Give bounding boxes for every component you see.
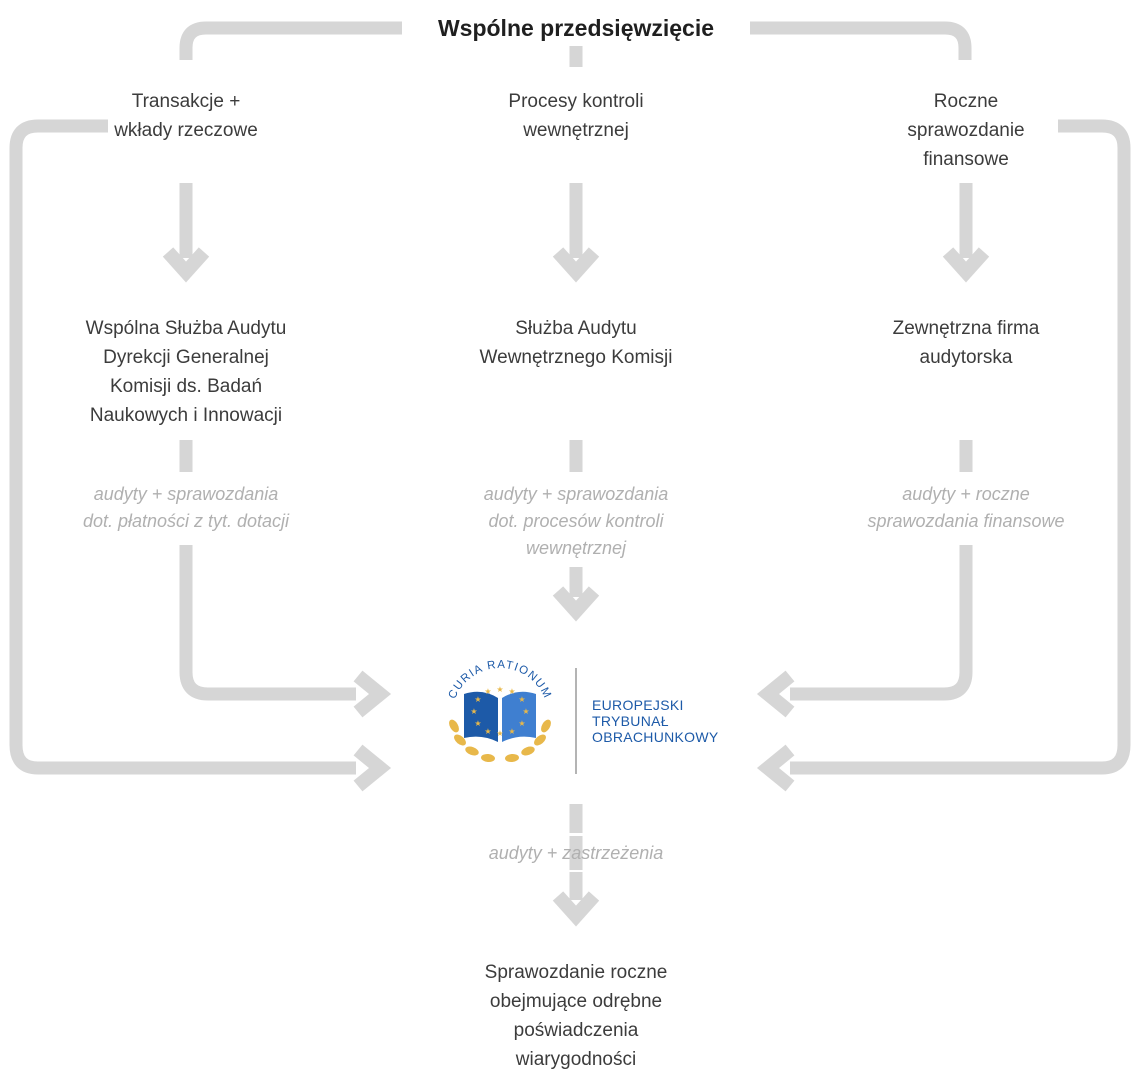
svg-text:★: ★ [474,695,481,704]
star-ring: ★ ★ ★ ★ ★ ★ ★ ★ ★ ★ ★ ★ [470,685,529,738]
outer-left-connector [9,119,356,775]
svg-text:★: ★ [484,687,491,696]
auditor-external-firm: Zewnętrzna firma audytorska [892,318,1040,368]
left-outer-arrowhead [353,744,392,792]
diagram-title: Wspólne przedsięwzięcie [437,15,715,41]
svg-text:★: ★ [496,685,503,694]
right-down-arrowhead [942,247,990,283]
laurel-wreath [449,719,551,763]
eca-output: audyty + zastrzeżenia [488,843,664,863]
svg-text:CURIA RATIONUM: CURIA RATIONUM [447,659,554,701]
eca-name: EUROPEJSKI TRYBUNAŁ OBRACHUNKOWY [592,697,719,745]
svg-text:★: ★ [474,719,481,728]
final-annual-report: Sprawozdanie roczne obejmujące odrębne p… [484,962,668,1070]
auditor-common-audit-service: Wspólna Służba Audytu Dyrekcji Generalne… [85,318,287,426]
source-annual-accounts: Roczne sprawozdanie finansowe [907,91,1025,170]
title-bracket-right [750,21,972,60]
left-down-arrowhead [162,247,210,283]
svg-text:★: ★ [496,729,503,738]
right-connector-to-eca [790,545,973,701]
svg-text:★: ★ [518,719,525,728]
final-arrowhead [552,891,600,927]
outer-right-connector [790,119,1131,775]
right-outer-arrowhead [756,744,795,792]
svg-text:★: ★ [484,727,491,736]
center-eca-arrowhead [552,586,600,622]
output-internal-control-audits: audyty + sprawozdania dot. procesów kont… [483,484,669,558]
book-right-page [502,691,536,742]
eca-logo: CURIA RATIONUM ★ ★ ★ ★ ★ ★ ★ ★ ★ ★ ★ ★ [447,659,577,774]
right-inner-arrowhead [756,670,795,718]
left-connector-to-eca [179,545,356,701]
auditor-internal-audit-service: Służba Audytu Wewnętrznego Komisji [479,318,673,368]
svg-text:★: ★ [470,707,477,716]
output-grant-payments-audits: audyty + sprawozdania dot. płatności z t… [82,484,290,531]
title-bracket-left [179,21,402,60]
eca-motto: CURIA RATIONUM [447,659,553,701]
book-left-page [464,691,498,742]
svg-text:★: ★ [508,727,515,736]
svg-text:★: ★ [518,695,525,704]
source-internal-control: Procesy kontroli wewnętrznej [508,91,644,141]
output-annual-accounts-audits: audyty + roczne sprawozdania finansowe [867,484,1065,531]
center-down-arrowhead [552,247,600,283]
svg-text:★: ★ [508,687,515,696]
source-transactions: Transakcje + wkłady rzeczowe [114,91,258,141]
left-inner-arrowhead [353,670,392,718]
svg-text:★: ★ [522,707,529,716]
